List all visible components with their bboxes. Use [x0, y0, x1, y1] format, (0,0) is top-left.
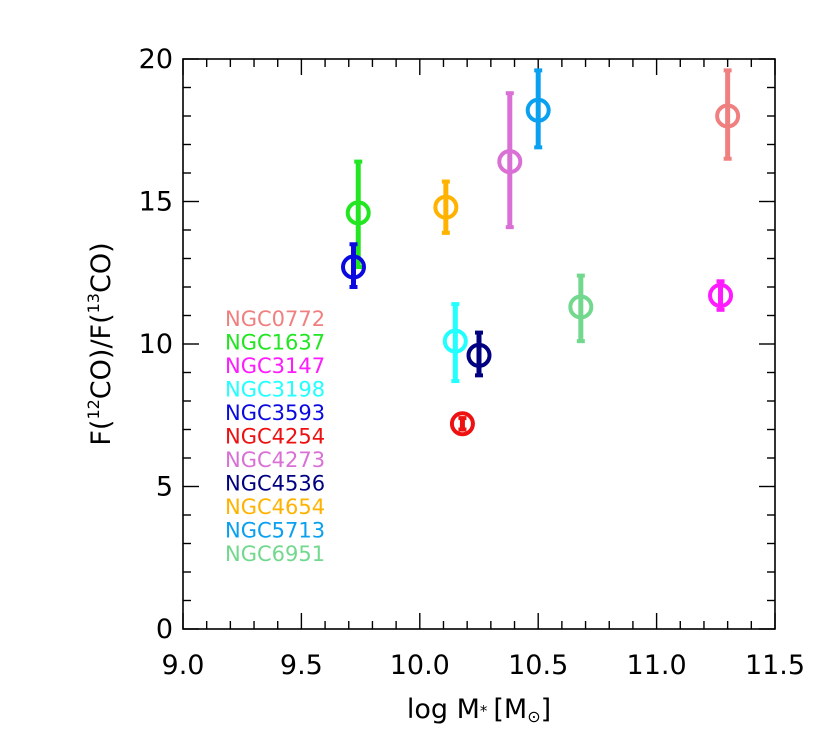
data-point-ngc1637	[345, 159, 371, 270]
x-axis-title: log M*[M⊙]	[407, 694, 551, 726]
data-point-ngc4273	[497, 91, 523, 230]
marker-circle	[525, 97, 551, 123]
marker-circle	[345, 200, 371, 226]
data-point-ngc0772	[715, 68, 741, 161]
marker-circle	[497, 149, 523, 175]
data-point-ngc4254	[449, 411, 475, 437]
data-point-ngc3147	[708, 279, 734, 312]
y-tick-label: 15	[139, 187, 173, 218]
data-point-ngc6951	[568, 273, 594, 344]
legend: NGC0772NGC1637NGC3147NGC3198NGC3593NGC42…	[225, 307, 325, 566]
plot-frame	[182, 58, 776, 630]
legend-label-ngc0772: NGC0772	[225, 307, 325, 331]
x-tick-label: 9.0	[162, 650, 205, 681]
marker-circle	[708, 283, 734, 309]
y-tick-label: 20	[139, 44, 173, 75]
marker-circle	[568, 294, 594, 320]
data-point-ngc3593	[340, 242, 366, 289]
legend-label-ngc3198: NGC3198	[225, 378, 325, 402]
legend-label-ngc3147: NGC3147	[225, 354, 325, 378]
y-tick-labels: 0 5 10 15 20	[139, 44, 173, 645]
data-point-ngc4654	[433, 179, 459, 235]
y-axis-title: F(12CO)/F(13CO)	[84, 242, 117, 445]
marker-circle	[442, 328, 468, 354]
data-point-ngc4536	[466, 330, 492, 378]
x-axis-subscript: *	[480, 702, 488, 720]
y-tick-label: 10	[139, 329, 173, 360]
x-tick-label: 11.0	[627, 650, 687, 681]
x-tick-label: 11.5	[745, 650, 805, 681]
x-tick-label: 9.5	[280, 650, 323, 681]
x-tick-labels: 9.0 9.5 10.0 10.5 11.0 11.5	[162, 650, 806, 681]
legend-label-ngc1637: NGC1637	[225, 331, 325, 355]
x-tick-label: 10.5	[508, 650, 568, 681]
x-tick-label: 10.0	[390, 650, 450, 681]
legend-label-ngc3593: NGC3593	[225, 401, 325, 425]
tick-marks	[182, 58, 776, 630]
marker-circle	[715, 103, 741, 129]
legend-label-ngc4254: NGC4254	[225, 425, 325, 449]
x-axis-unit-sub: ⊙	[527, 707, 540, 726]
data-point-ngc3198	[442, 302, 468, 384]
legend-label-ngc4273: NGC4273	[225, 448, 325, 472]
y-tick-label: 5	[156, 472, 173, 503]
legend-label-ngc4654: NGC4654	[225, 495, 325, 519]
data-point-ngc5713	[525, 68, 551, 150]
legend-label-ngc5713: NGC5713	[225, 519, 325, 543]
marker-circle	[449, 411, 475, 437]
marker-circle	[466, 342, 492, 368]
legend-label-ngc6951: NGC6951	[225, 542, 325, 566]
data-points	[340, 68, 741, 437]
marker-circle	[433, 194, 459, 220]
legend-label-ngc4536: NGC4536	[225, 472, 325, 496]
y-tick-label: 0	[156, 614, 173, 645]
marker-circle	[340, 254, 366, 280]
